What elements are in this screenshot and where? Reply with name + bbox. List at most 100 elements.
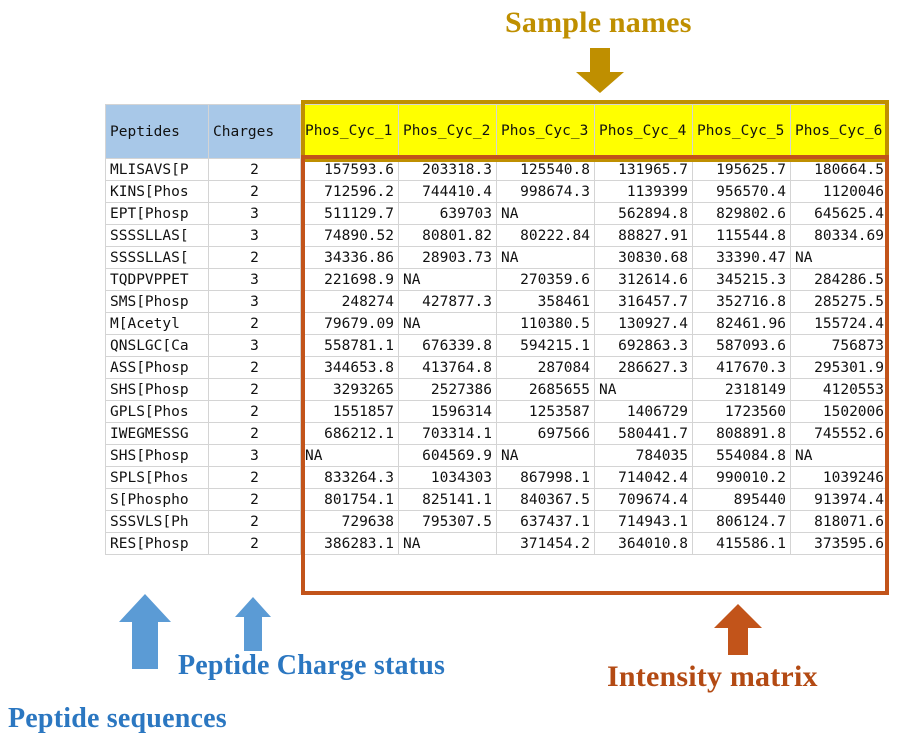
cell-intensity[interactable]: 998674.3 <box>496 180 595 203</box>
cell-intensity[interactable]: 712596.2 <box>300 180 399 203</box>
cell-intensity[interactable]: 180664.5 <box>790 158 889 181</box>
cell-peptide[interactable]: SSSSLLAS[ <box>105 224 209 247</box>
cell-intensity[interactable]: 676339.8 <box>398 334 497 357</box>
cell-intensity[interactable]: 639703 <box>398 202 497 225</box>
column-header-sample-6[interactable]: Phos_Cyc_6 <box>790 104 889 159</box>
cell-intensity[interactable]: 686212.1 <box>300 422 399 445</box>
cell-intensity[interactable]: 990010.2 <box>692 466 791 489</box>
cell-intensity[interactable]: 1139399 <box>594 180 693 203</box>
cell-intensity[interactable]: 4120553 <box>790 378 889 401</box>
cell-intensity[interactable]: 554084.8 <box>692 444 791 467</box>
cell-intensity[interactable]: 125540.8 <box>496 158 595 181</box>
cell-intensity[interactable]: 2685655 <box>496 378 595 401</box>
cell-intensity[interactable]: 558781.1 <box>300 334 399 357</box>
cell-intensity[interactable]: 818071.6 <box>790 510 889 533</box>
cell-intensity[interactable]: NA <box>300 444 399 467</box>
cell-intensity[interactable]: 829802.6 <box>692 202 791 225</box>
cell-charge[interactable]: 2 <box>208 510 301 533</box>
cell-intensity[interactable]: 956570.4 <box>692 180 791 203</box>
cell-charge[interactable]: 3 <box>208 268 301 291</box>
cell-peptide[interactable]: SHS[Phosp <box>105 378 209 401</box>
cell-intensity[interactable]: 604569.9 <box>398 444 497 467</box>
cell-peptide[interactable]: QNSLGC[Ca <box>105 334 209 357</box>
cell-intensity[interactable]: 806124.7 <box>692 510 791 533</box>
cell-intensity[interactable]: 74890.52 <box>300 224 399 247</box>
cell-intensity[interactable]: 417670.3 <box>692 356 791 379</box>
cell-intensity[interactable]: 358461 <box>496 290 595 313</box>
cell-intensity[interactable]: 692863.3 <box>594 334 693 357</box>
cell-intensity[interactable]: 88827.91 <box>594 224 693 247</box>
cell-intensity[interactable]: 28903.73 <box>398 246 497 269</box>
cell-charge[interactable]: 3 <box>208 202 301 225</box>
cell-intensity[interactable]: 270359.6 <box>496 268 595 291</box>
column-header-peptides[interactable]: Peptides <box>105 104 209 159</box>
cell-charge[interactable]: 2 <box>208 158 301 181</box>
cell-intensity[interactable]: 1551857 <box>300 400 399 423</box>
cell-intensity[interactable]: 316457.7 <box>594 290 693 313</box>
cell-intensity[interactable]: 895440 <box>692 488 791 511</box>
cell-peptide[interactable]: IWEGMESSG <box>105 422 209 445</box>
cell-intensity[interactable]: 1253587 <box>496 400 595 423</box>
cell-charge[interactable]: 2 <box>208 180 301 203</box>
cell-peptide[interactable]: KINS[Phos <box>105 180 209 203</box>
cell-intensity[interactable]: 371454.2 <box>496 532 595 555</box>
cell-intensity[interactable]: 80801.82 <box>398 224 497 247</box>
cell-intensity[interactable]: 1596314 <box>398 400 497 423</box>
cell-intensity[interactable]: 344653.8 <box>300 356 399 379</box>
column-header-sample-3[interactable]: Phos_Cyc_3 <box>496 104 595 159</box>
cell-intensity[interactable]: 352716.8 <box>692 290 791 313</box>
cell-intensity[interactable]: 221698.9 <box>300 268 399 291</box>
cell-intensity[interactable]: NA <box>398 312 497 335</box>
cell-intensity[interactable]: 110380.5 <box>496 312 595 335</box>
cell-intensity[interactable]: NA <box>594 378 693 401</box>
cell-intensity[interactable]: 709674.4 <box>594 488 693 511</box>
cell-peptide[interactable]: SMS[Phosp <box>105 290 209 313</box>
cell-intensity[interactable]: 825141.1 <box>398 488 497 511</box>
cell-intensity[interactable]: 756873 <box>790 334 889 357</box>
cell-intensity[interactable]: 587093.6 <box>692 334 791 357</box>
cell-peptide[interactable]: SSSSLLAS[ <box>105 246 209 269</box>
cell-intensity[interactable]: 580441.7 <box>594 422 693 445</box>
cell-charge[interactable]: 2 <box>208 422 301 445</box>
cell-intensity[interactable]: 3293265 <box>300 378 399 401</box>
cell-intensity[interactable]: 833264.3 <box>300 466 399 489</box>
cell-intensity[interactable]: 795307.5 <box>398 510 497 533</box>
cell-intensity[interactable]: 415586.1 <box>692 532 791 555</box>
cell-intensity[interactable]: 287084 <box>496 356 595 379</box>
cell-intensity[interactable]: 79679.09 <box>300 312 399 335</box>
column-header-sample-1[interactable]: Phos_Cyc_1 <box>300 104 399 159</box>
cell-intensity[interactable]: 729638 <box>300 510 399 533</box>
cell-intensity[interactable]: 703314.1 <box>398 422 497 445</box>
cell-peptide[interactable]: SSSVLS[Ph <box>105 510 209 533</box>
cell-intensity[interactable]: 1039246 <box>790 466 889 489</box>
cell-charge[interactable]: 2 <box>208 466 301 489</box>
cell-intensity[interactable]: NA <box>496 202 595 225</box>
cell-intensity[interactable]: 203318.3 <box>398 158 497 181</box>
cell-intensity[interactable]: 364010.8 <box>594 532 693 555</box>
cell-peptide[interactable]: MLISAVS[P <box>105 158 209 181</box>
column-header-sample-4[interactable]: Phos_Cyc_4 <box>594 104 693 159</box>
cell-intensity[interactable]: 714943.1 <box>594 510 693 533</box>
cell-intensity[interactable]: 2527386 <box>398 378 497 401</box>
cell-intensity[interactable]: 82461.96 <box>692 312 791 335</box>
cell-intensity[interactable]: 1406729 <box>594 400 693 423</box>
cell-charge[interactable]: 2 <box>208 488 301 511</box>
cell-peptide[interactable]: TQDPVPPET <box>105 268 209 291</box>
cell-charge[interactable]: 2 <box>208 400 301 423</box>
cell-intensity[interactable]: 386283.1 <box>300 532 399 555</box>
cell-intensity[interactable]: 1034303 <box>398 466 497 489</box>
cell-intensity[interactable]: 312614.6 <box>594 268 693 291</box>
